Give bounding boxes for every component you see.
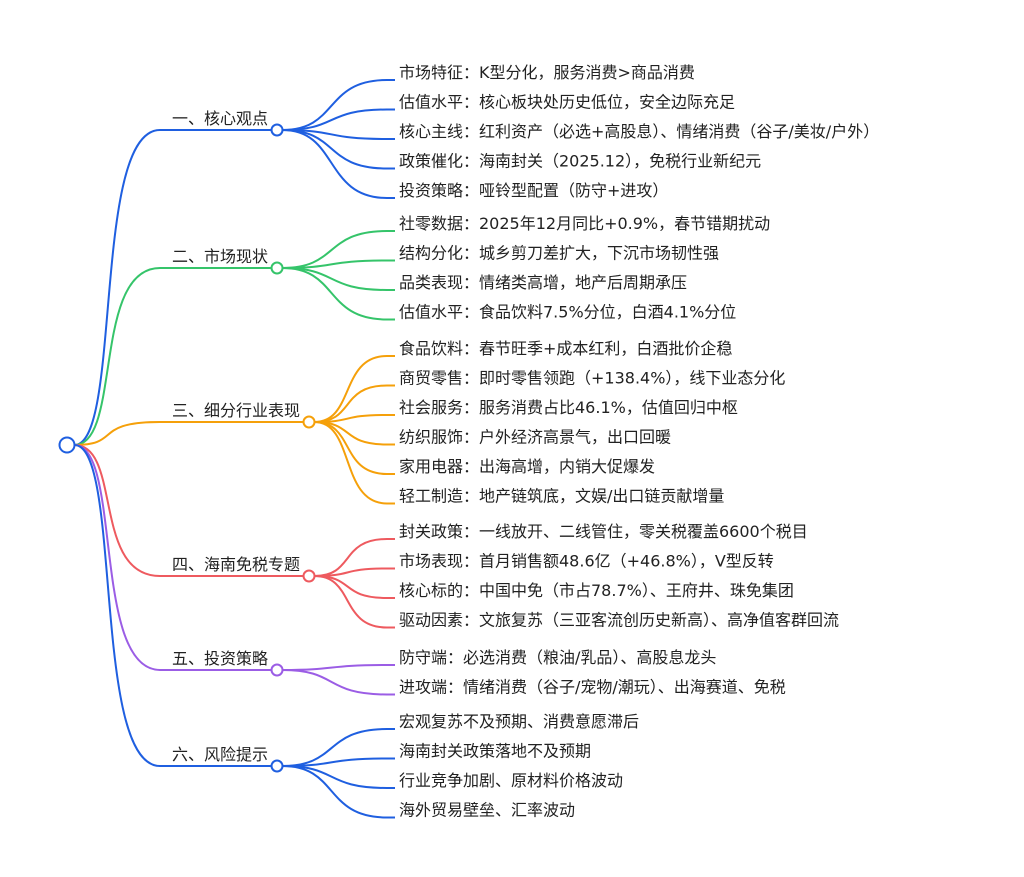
leaf-edge-4-4 [314,575,395,629]
leaf-label-3-1: 食品饮料：春节旺季+成本红利，白酒批价企稳 [399,339,732,358]
leaf-edge-1-4 [282,129,395,170]
leaf-edge-3-3 [314,414,395,423]
leaf-edge-2-2 [282,259,395,269]
leaf-edge-2-1 [282,230,395,269]
leaf-label-1-3: 核心主线：红利资产（必选+高股息）、情绪消费（谷子/美妆/户外） [399,122,879,141]
leaf-label-6-1: 宏观复苏不及预期、消费意愿滞后 [399,712,639,731]
branch-label-4: 四、海南免税专题 [172,555,300,574]
branch-label-6: 六、风险提示 [172,745,268,764]
leaf-label-5-2: 进攻端：情绪消费（谷子/宠物/潮玩）、出海赛道、免税 [399,678,786,697]
branch-label-3: 三、细分行业表现 [172,401,300,420]
leaf-edge-6-2 [282,757,395,767]
branch-node-3[interactable] [302,415,316,429]
leaf-label-4-4: 驱动因素：文旅复苏（三亚客流创历史新高）、高净值客群回流 [399,611,839,630]
leaf-label-2-2: 结构分化：城乡剪刀差扩大，下沉市场韧性强 [399,244,719,263]
leaf-label-3-6: 轻工制造：地产链筑底，文娱/出口链贡献增量 [399,487,724,506]
branch-node-6[interactable] [270,759,284,773]
nodes: 一、核心观点 市场特征：K型分化，服务消费>商品消费估值水平：核心板块处历史低位，… [58,63,879,820]
leaf-label-3-3: 社会服务：服务消费占比46.1%，估值回归中枢 [399,398,738,417]
root-to-branch-edge-5 [74,444,161,671]
leaf-edge-1-3 [282,129,395,140]
leaf-edge-4-2 [314,567,395,577]
branch-label-1: 一、核心观点 [172,109,268,128]
root-node[interactable] [58,436,76,454]
leaf-label-5-1: 防守端：必选消费（粮油/乳品）、高股息龙头 [399,648,716,667]
leaf-edge-5-2 [282,669,395,696]
leaf-label-3-4: 纺织服饰：户外经济高景气，出口回暖 [399,428,671,447]
leaf-label-3-5: 家用电器：出海高增，内销大促爆发 [399,457,655,476]
leaf-label-1-5: 投资策略：哑铃型配置（防守+进攻） [399,181,668,200]
leaf-edge-1-1 [282,79,395,131]
leaf-label-6-3: 行业竞争加剧、原材料价格波动 [399,771,623,790]
leaf-edge-4-1 [314,538,395,577]
leaf-label-4-1: 封关政策：一线放开、二线管住，零关税覆盖6600个税目 [399,522,808,541]
root-to-branch-edge-6 [74,444,161,767]
root-to-branch-edge-4 [74,444,161,577]
leaf-label-1-2: 估值水平：核心板块处历史低位，安全边际充足 [399,93,735,112]
leaf-edge-3-1 [314,355,395,423]
leaf-edge-3-5 [314,421,395,475]
leaf-edge-1-2 [282,108,395,131]
leaf-edge-2-3 [282,267,395,291]
leaf-label-1-1: 市场特征：K型分化，服务消费>商品消费 [399,63,695,82]
leaf-label-4-3: 核心标的：中国中免（市占78.7%）、王府井、珠免集团 [399,581,794,600]
branch-label-2: 二、市场现状 [172,247,268,266]
leaf-label-2-4: 估值水平：食品饮料7.5%分位，白酒4.1%分位 [399,303,736,322]
leaf-edge-2-4 [282,267,395,321]
branch-node-5[interactable] [270,663,284,677]
leaf-edge-5-1 [282,664,395,671]
branch-node-2[interactable] [270,261,284,275]
edges [74,79,395,819]
leaf-label-6-4: 海外贸易壁垒、汇率波动 [399,801,575,820]
leaf-label-3-2: 商贸零售：即时零售领跑（+138.4%），线下业态分化 [399,369,785,388]
leaf-edge-3-6 [314,421,395,505]
leaf-edge-6-1 [282,728,395,767]
branch-label-5: 五、投资策略 [172,649,268,668]
leaf-edge-1-5 [282,129,395,199]
root-to-branch-edge-2 [74,267,161,446]
root-to-branch-edge-1 [74,129,161,446]
leaf-label-6-2: 海南封关政策落地不及预期 [399,742,591,761]
leaf-edge-6-4 [282,765,395,819]
leaf-label-1-4: 政策催化：海南封关（2025.12），免税行业新纪元 [399,152,761,171]
leaf-label-2-1: 社零数据：2025年12月同比+0.9%，春节错期扰动 [399,214,770,233]
root-to-branch-edge-3 [74,421,161,446]
leaf-label-4-2: 市场表现：首月销售额48.6亿（+46.8%），V型反转 [399,552,774,571]
branch-node-4[interactable] [302,569,316,583]
leaf-edge-6-3 [282,765,395,789]
leaf-edge-3-2 [314,384,395,423]
branch-node-1[interactable] [270,123,284,137]
leaf-label-2-3: 品类表现：情绪类高增，地产后周期承压 [399,273,687,292]
leaf-edge-4-3 [314,575,395,599]
